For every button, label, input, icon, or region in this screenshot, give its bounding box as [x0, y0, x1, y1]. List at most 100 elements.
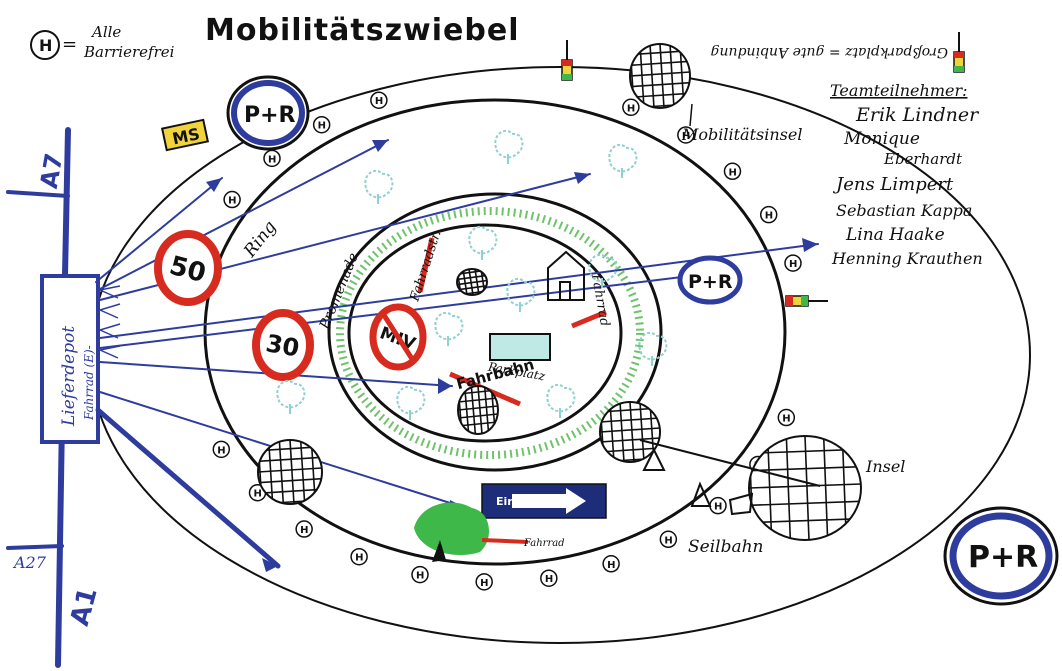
barrier-free-stop-icon: H — [350, 547, 368, 566]
legend-equals: = — [62, 34, 77, 55]
barrier-free-stop-letter: H — [664, 535, 672, 546]
tree-icon — [364, 169, 394, 204]
arrowhead — [206, 178, 222, 192]
barrier-free-stop-letter: H — [765, 211, 773, 222]
fan-arrow — [99, 323, 121, 339]
barrier-free-stop-icon: H — [263, 149, 281, 168]
no-car-slash — [379, 310, 417, 364]
cable-car — [639, 439, 821, 516]
barrier-free-stop-icon: H — [223, 190, 241, 209]
inner-core-ring — [347, 223, 623, 443]
barrier-free-stop-letter: H — [217, 445, 225, 456]
tree-icon — [638, 331, 668, 366]
fan-arrow — [99, 345, 121, 359]
mobility-island-pointer — [689, 103, 693, 127]
mobility-island-icon — [748, 435, 862, 541]
legend-line2: Barrierefrei — [83, 43, 175, 61]
traffic-light-red — [954, 52, 964, 58]
barrier-free-stop-icon: H — [723, 162, 742, 181]
traffic-light-green — [954, 66, 964, 72]
barrier-free-stop-letter: H — [782, 414, 790, 425]
traffic-light-icons — [561, 32, 965, 307]
tree-icon — [506, 277, 536, 312]
team-member: Eberhardt — [883, 150, 963, 168]
pr-big-label: P+R — [968, 540, 1038, 575]
legend-h-symbol — [30, 30, 60, 60]
barrier-free-stop-letter: H — [300, 525, 308, 536]
arrowhead — [262, 558, 278, 572]
barrier-free-stop-icon: H — [759, 205, 778, 224]
traffic-light-green — [801, 296, 808, 306]
speed-sign-50-ring — [154, 230, 222, 306]
legend-line1: Alle — [90, 23, 121, 41]
barrier-free-stop-icon: H — [602, 555, 620, 573]
legend-h-letter: H — [39, 36, 52, 55]
traffic-light-red — [786, 296, 793, 306]
mobility-island-icon — [629, 43, 691, 109]
park-red-bar — [481, 538, 529, 544]
ring-road-outer — [203, 98, 787, 566]
barrier-free-stop-letter: H — [318, 121, 326, 132]
ms-badge: MS — [160, 118, 210, 152]
park-and-ride-mid: P+R — [677, 255, 743, 305]
team-member: Erik Lindner — [855, 104, 980, 126]
pr-mid-ring — [677, 255, 743, 305]
barrier-free-stop-letter: H — [480, 578, 488, 589]
barrier-free-stop-letter: H — [375, 96, 383, 107]
pr-top-inner — [231, 80, 305, 146]
highway-a27-road — [6, 544, 64, 550]
park-and-ride-big: P+R — [943, 506, 1059, 606]
bike-street-left — [417, 237, 435, 293]
barrier-free-stop-icon: H — [709, 496, 727, 515]
arrowhead — [372, 140, 388, 152]
park-bike-label: Fahrrad — [523, 538, 565, 549]
cable-tower — [642, 447, 666, 471]
barrier-free-stop-icon: H — [248, 483, 267, 502]
barrier-free-stop-letter: H — [627, 103, 635, 114]
pr-top-outer — [226, 75, 310, 151]
barrier-free-stop-letter: H — [545, 574, 553, 585]
trees — [276, 129, 668, 420]
arrow-to-south — [95, 407, 281, 569]
island-label: Insel — [865, 457, 905, 476]
barrier-free-stop-icon: H — [411, 565, 429, 584]
mobility-island-icon — [599, 401, 661, 463]
pr-top-label: P+R — [244, 103, 296, 128]
pr-mid-label: P+R — [688, 271, 733, 293]
team-member: Monique — [843, 129, 920, 149]
barrier-free-stop-icon: H — [540, 569, 558, 587]
speed-sign-30: 30 — [252, 309, 314, 381]
lieferdepot-box — [40, 274, 100, 444]
highway-a1-road — [55, 417, 65, 668]
cable-car-label: Seilbahn — [688, 537, 764, 557]
lieferdepot: Lieferdepot Fahrrad (E)- — [40, 274, 100, 444]
delivery-arrows — [95, 139, 819, 569]
arrowhead — [438, 378, 452, 394]
mirrored-note: Großparkplatz = gute Anbindung — [711, 44, 948, 60]
speed-sign-30-ring — [252, 309, 314, 381]
cable-line — [639, 439, 821, 487]
park-tree-trunk — [432, 540, 446, 562]
barrier-free-stop-letter: H — [416, 571, 424, 582]
one-way-label: Einbahn — [496, 495, 546, 508]
mobility-island-icon — [456, 268, 488, 296]
speed-sign-30-value: 30 — [264, 329, 302, 362]
arrow-to-north — [97, 139, 389, 291]
tree-icon — [608, 143, 638, 178]
mobility-island-label: Mobilitätsinsel — [681, 125, 802, 144]
one-way-sign: Einbahn — [481, 483, 607, 519]
barrier-free-stop-letter: H — [607, 560, 615, 571]
cable-gondola — [728, 492, 754, 516]
arrow-to-top-ring — [95, 177, 223, 283]
fan-arrow — [99, 285, 121, 299]
sketch-title: Mobilitätszwiebel — [205, 13, 519, 48]
barrier-free-stop-icon: H — [622, 98, 640, 117]
barrier-free-stop-letter: H — [682, 131, 690, 142]
green-dotted-ring — [336, 207, 644, 459]
park-and-ride-top: P+R — [226, 75, 310, 151]
mobility-islands — [257, 43, 862, 541]
barrier-free-stop-icon: H — [370, 91, 388, 109]
highway-a1-label: A1 — [65, 584, 104, 629]
tree-icon — [468, 225, 498, 260]
barrier-free-stop-letter: H — [789, 259, 797, 270]
